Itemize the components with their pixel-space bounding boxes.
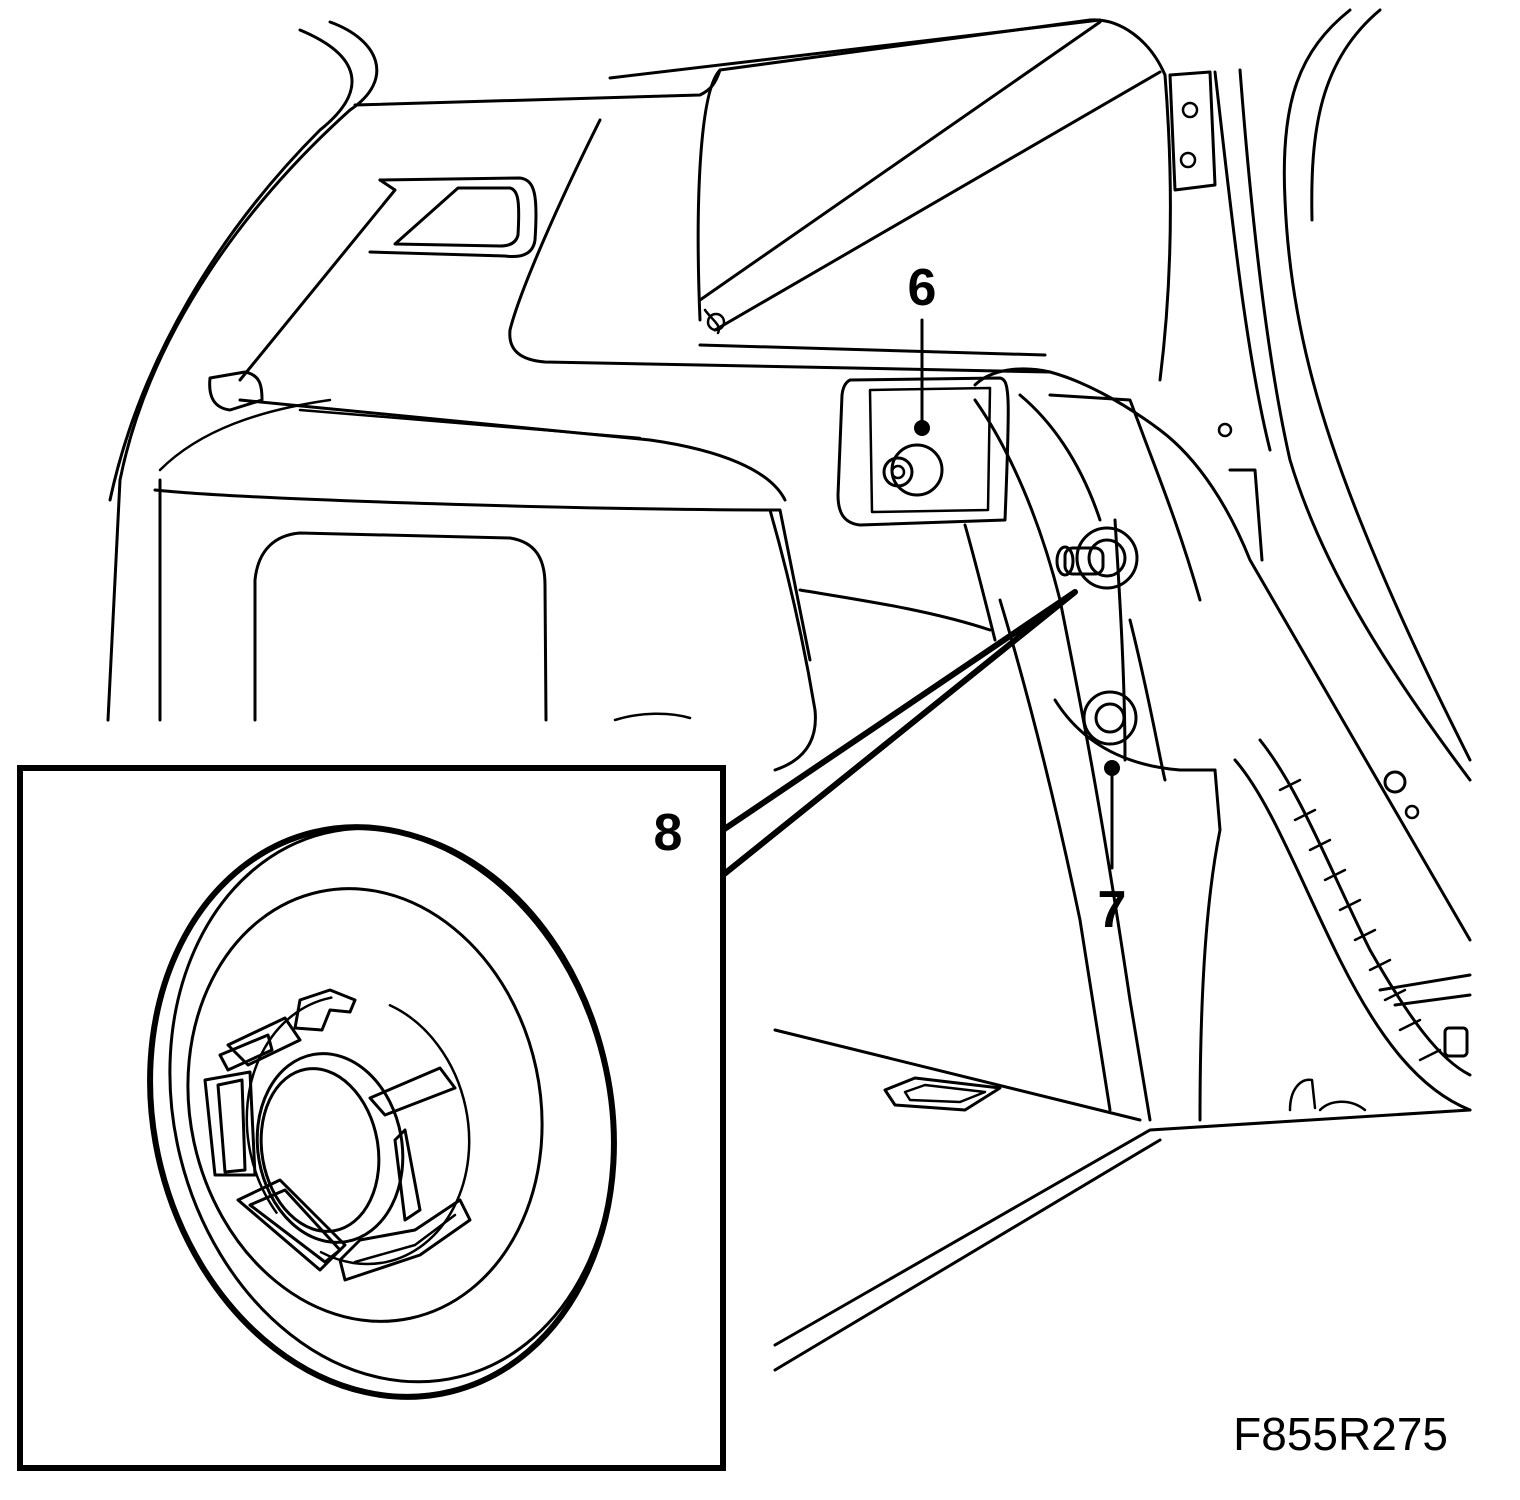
callout-6: 6 [908,259,937,317]
leader-dot-6 [914,420,930,436]
car-interior-illustration [106,8,1472,1372]
callout-7: 7 [1098,881,1127,939]
figure-code: F855R275 [1233,1408,1448,1460]
clip-detail-drawing [147,824,617,1400]
callout-8: 8 [654,804,683,862]
leader-dot-7 [1104,760,1120,776]
detail-inset [17,589,1078,1471]
